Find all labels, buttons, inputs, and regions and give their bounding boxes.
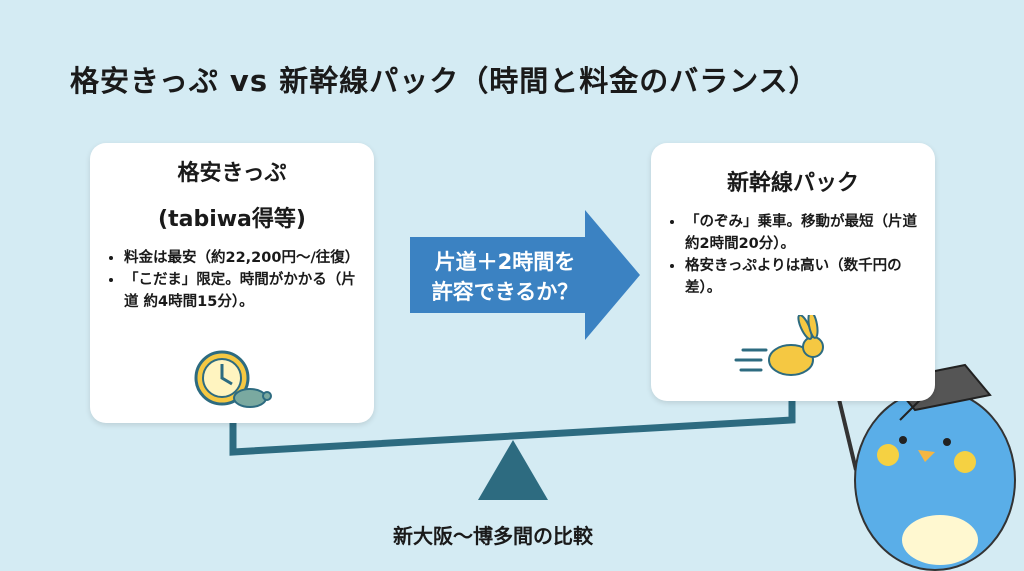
card-subtitle: (tabiwa得等) [158, 207, 306, 232]
card-title: 新幹線パック [726, 171, 859, 196]
bullet-time: 「のぞみ」乗車。移動が最短（片道 約2時間20分）。 [685, 211, 925, 255]
scale-fulcrum [478, 440, 548, 500]
arrow-line-2: 許容できるか？ [431, 280, 579, 304]
question-arrow-shape [410, 210, 640, 340]
arrow-question: 片道＋2時間を 許容できるか？ [410, 247, 600, 307]
shinkansen-pack-card: 新幹線パック 「のぞみ」乗車。移動が最短（片道 約2時間20分）。 格安きっぷよ… [651, 143, 935, 401]
comparison-caption: 新大阪〜博多間の比較 [393, 524, 593, 548]
running-rabbit-icon [734, 315, 824, 376]
bullet-price: 格安きっぷよりは高い（数千円の差）。 [685, 255, 925, 299]
clock-turtle-icon [194, 350, 272, 408]
cheap-ticket-card: 格安きっぷ (tabiwa得等) 料金は最安（約22,200円〜/往復） 「こだ… [90, 143, 374, 423]
page-title: 格安きっぷ vs 新幹線パック（時間と料金のバランス） [70, 64, 819, 98]
arrow-line-1: 片道＋2時間を [434, 250, 576, 274]
bullet-price: 料金は最安（約22,200円〜/往復） [124, 247, 364, 269]
scale-beam [229, 400, 796, 456]
bullet-time: 「こだま」限定。時間がかかる（片道 約4時間15分）。 [124, 269, 364, 313]
card-title: 格安きっぷ [177, 161, 287, 186]
bird-mascot-icon [836, 363, 1016, 571]
